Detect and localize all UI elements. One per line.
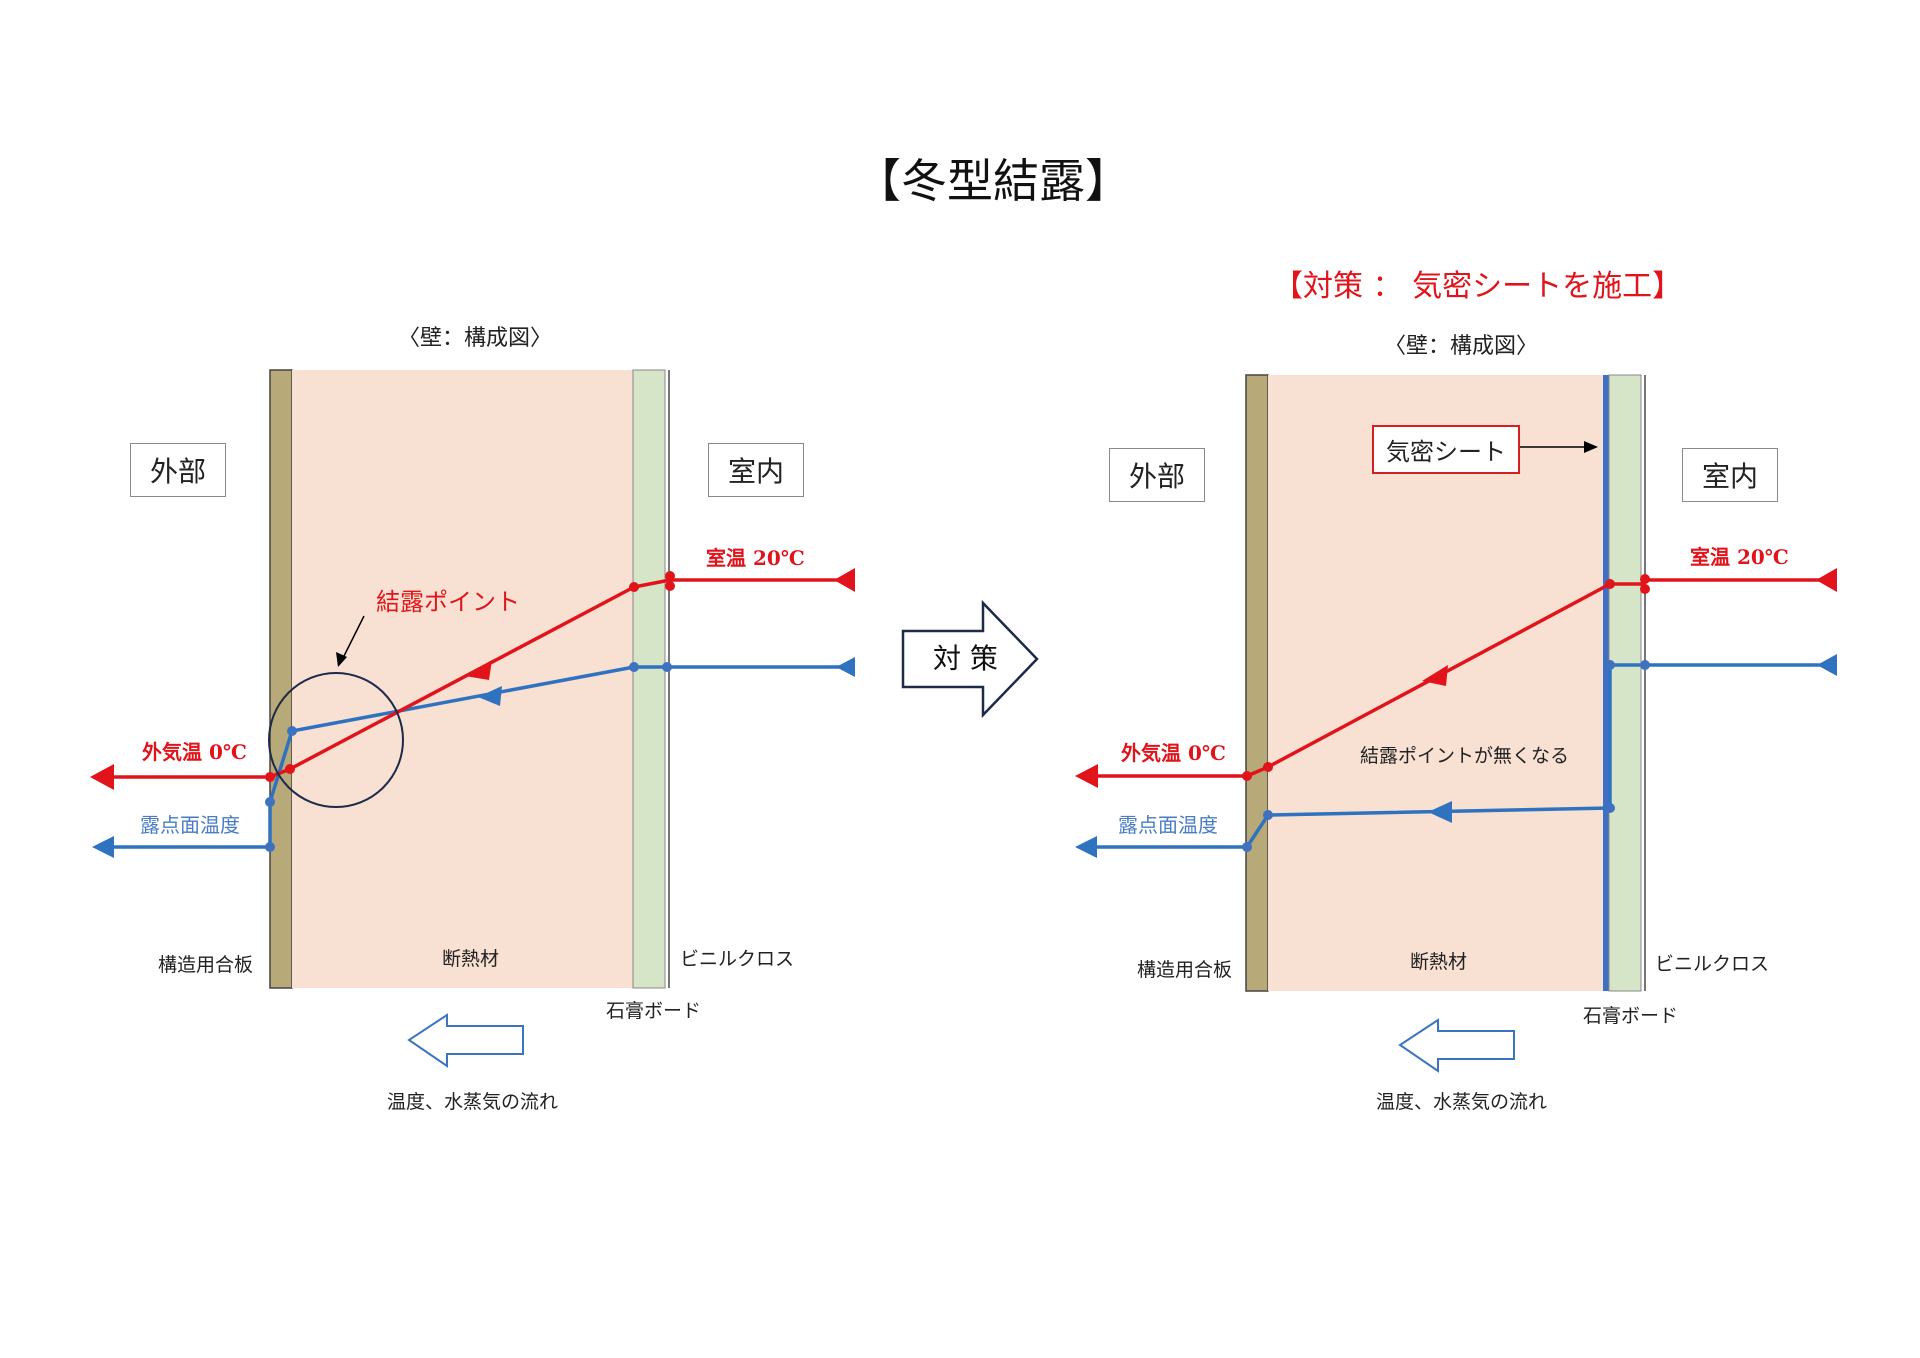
outside-label-after: 外部 <box>1109 448 1205 502</box>
condensation-callout-circle <box>268 672 404 808</box>
sheet-label-box: 気密シート <box>1372 425 1520 474</box>
vinyl-label-after: ビニルクロス <box>1655 953 1770 975</box>
condensation-point-label: 結露ポイント <box>376 588 520 616</box>
insulation-label-after: 断熱材 <box>1410 951 1468 973</box>
dewpoint-nodes-before <box>265 662 672 852</box>
dewpoint-line-before <box>100 665 855 849</box>
plywood-label-after: 構造用合板 <box>1137 959 1233 981</box>
countermeasure-arrow <box>901 599 1039 719</box>
inside-label-before: 室内 <box>708 443 804 497</box>
countermeasure-title: 【対策 ： 気密シートを施工】 <box>1273 269 1683 304</box>
indoor-temp-label-before: 室温 20℃ <box>706 546 805 570</box>
airtight-sheet-layer <box>1603 375 1609 991</box>
inside-label-after: 室内 <box>1682 448 1778 502</box>
outdoor-temp-label-after: 外気温 0℃ <box>1121 741 1226 765</box>
outside-label-text: 外部 <box>1128 460 1185 493</box>
dewpoint-label-after: 露点面温度 <box>1118 813 1218 837</box>
dewpoint-nodes-after <box>1242 660 1650 852</box>
flow-label-before: 温度、水蒸気の流れ <box>387 1091 559 1113</box>
gypsum-label-after: 石膏ボード <box>1583 1005 1679 1027</box>
inside-label-text: 室内 <box>727 455 784 488</box>
dewpoint-label-before: 露点面温度 <box>140 813 240 837</box>
flow-hollow-arrow-before <box>407 1013 524 1068</box>
wall-structure-heading-after: 〈壁：構成図〉 <box>1384 334 1539 359</box>
plywood-label-before: 構造用合板 <box>158 954 254 976</box>
sheet-label-text: 気密シート <box>1386 438 1506 466</box>
temperature-nodes-before <box>265 571 675 782</box>
callout-pointer-arrow <box>336 615 365 667</box>
outside-label-text: 外部 <box>149 455 206 488</box>
flow-label-after: 温度、水蒸気の流れ <box>1376 1091 1548 1113</box>
countermeasure-arrow-label: 対 策 <box>933 642 998 675</box>
gypsum-layer <box>1608 374 1642 992</box>
wall-structure-heading-before: 〈壁：構成図〉 <box>398 326 553 351</box>
inside-label-text: 室内 <box>1701 460 1758 493</box>
vinyl-label-before: ビニルクロス <box>680 948 795 970</box>
temperature-nodes-after <box>1242 574 1650 781</box>
temperature-arrowheads-before <box>90 568 855 790</box>
gypsum-layer <box>632 369 666 989</box>
insulation-label-before: 断熱材 <box>442 948 500 970</box>
temperature-line-before <box>100 578 855 779</box>
gypsum-label-before: 石膏ボード <box>606 1000 702 1022</box>
indoor-temp-label-after: 室温 20℃ <box>1690 545 1789 569</box>
flow-hollow-arrow-after <box>1398 1018 1515 1073</box>
dewpoint-arrowheads-before <box>92 657 855 858</box>
outdoor-temp-label-before: 外気温 0℃ <box>142 740 247 764</box>
no-condensation-label: 結露ポイントが無くなる <box>1360 745 1570 767</box>
page-title: 【冬型結露】 <box>855 154 1131 208</box>
outside-label-before: 外部 <box>130 443 226 497</box>
dewpoint-arrowheads-after <box>1075 654 1837 858</box>
sheet-pointer-arrow <box>1516 441 1598 453</box>
temperature-arrowheads-after <box>1075 568 1837 788</box>
